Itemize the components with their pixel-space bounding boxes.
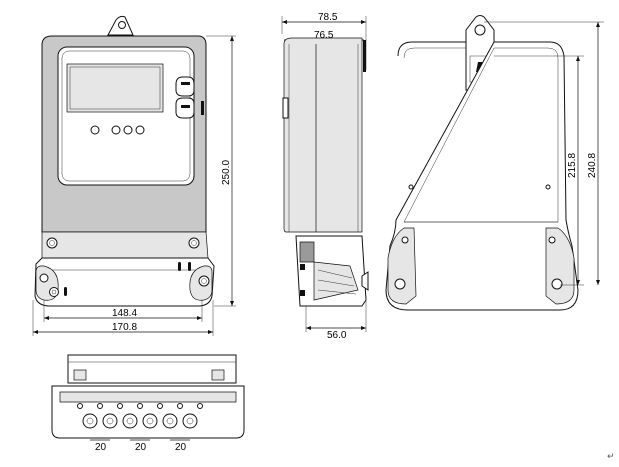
- side-view: 78.5 76.5 56.0: [281, 12, 369, 341]
- dim-depth-inner: 76.5: [314, 30, 334, 41]
- bottom-view: 20 20 20: [51, 354, 245, 453]
- dim-depth-outer: 78.5: [318, 12, 338, 23]
- paragraph-mark: ↵: [607, 452, 615, 462]
- spacing-label-2: 20: [135, 442, 147, 453]
- dim-width-outer: 170.8: [112, 322, 137, 333]
- dim-total-height: 240.8: [587, 153, 598, 178]
- rear-view: 215.8 240.8: [385, 15, 604, 311]
- dim-hole-spacing: 215.8: [567, 153, 578, 178]
- front-view: 148.4 170.8 250.0: [32, 15, 236, 336]
- spacing-label-1: 20: [95, 442, 107, 453]
- spacing-label-3: 20: [175, 442, 187, 453]
- dim-terminal-depth: 56.0: [327, 330, 347, 341]
- dim-height: 250.0: [221, 160, 232, 185]
- dim-width-inner: 148.4: [112, 308, 137, 319]
